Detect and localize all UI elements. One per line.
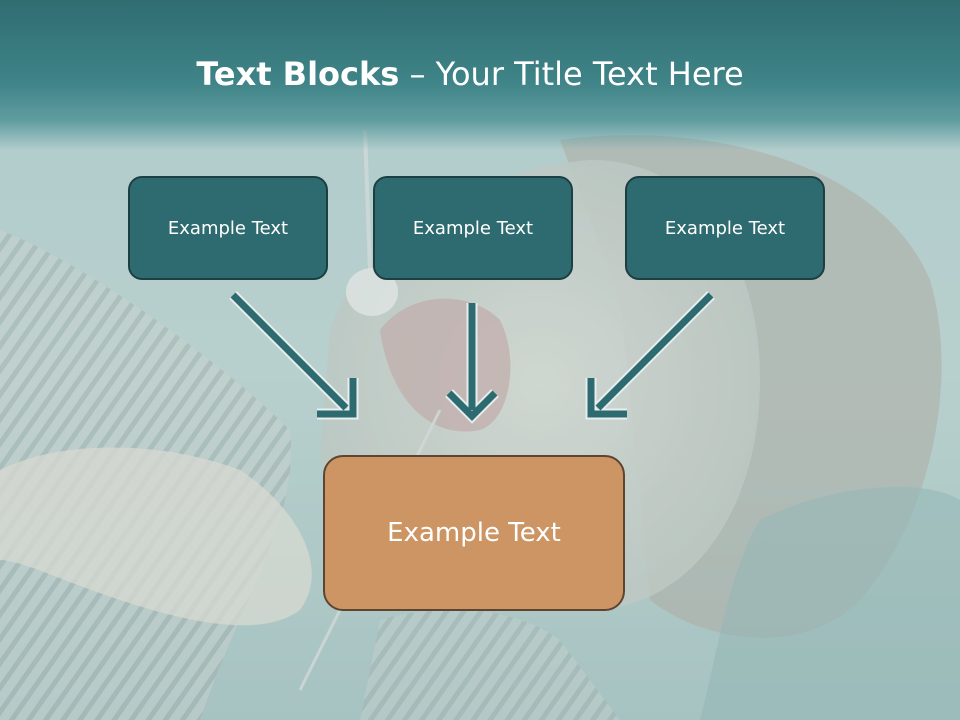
text-block-1-label: Example Text [167, 217, 289, 239]
text-block-result-label: Example Text [387, 518, 561, 548]
arrow-left [229, 291, 359, 420]
text-block-1[interactable]: Example Text [128, 176, 328, 280]
slide-title: Text Blocks – Your Title Text Here [0, 52, 940, 96]
arrow-right [585, 291, 715, 420]
text-block-3-label: Example Text [664, 217, 786, 239]
title-band [0, 0, 960, 150]
text-block-result[interactable]: Example Text [323, 455, 625, 611]
text-block-3[interactable]: Example Text [625, 176, 825, 280]
title-separator: – [399, 55, 436, 93]
title-light-part: Your Title Text Here [435, 55, 744, 93]
text-block-2[interactable]: Example Text [373, 176, 573, 280]
title-bold-part: Text Blocks [196, 55, 400, 93]
text-block-2-label: Example Text [412, 217, 534, 239]
arrow-middle [445, 303, 499, 424]
